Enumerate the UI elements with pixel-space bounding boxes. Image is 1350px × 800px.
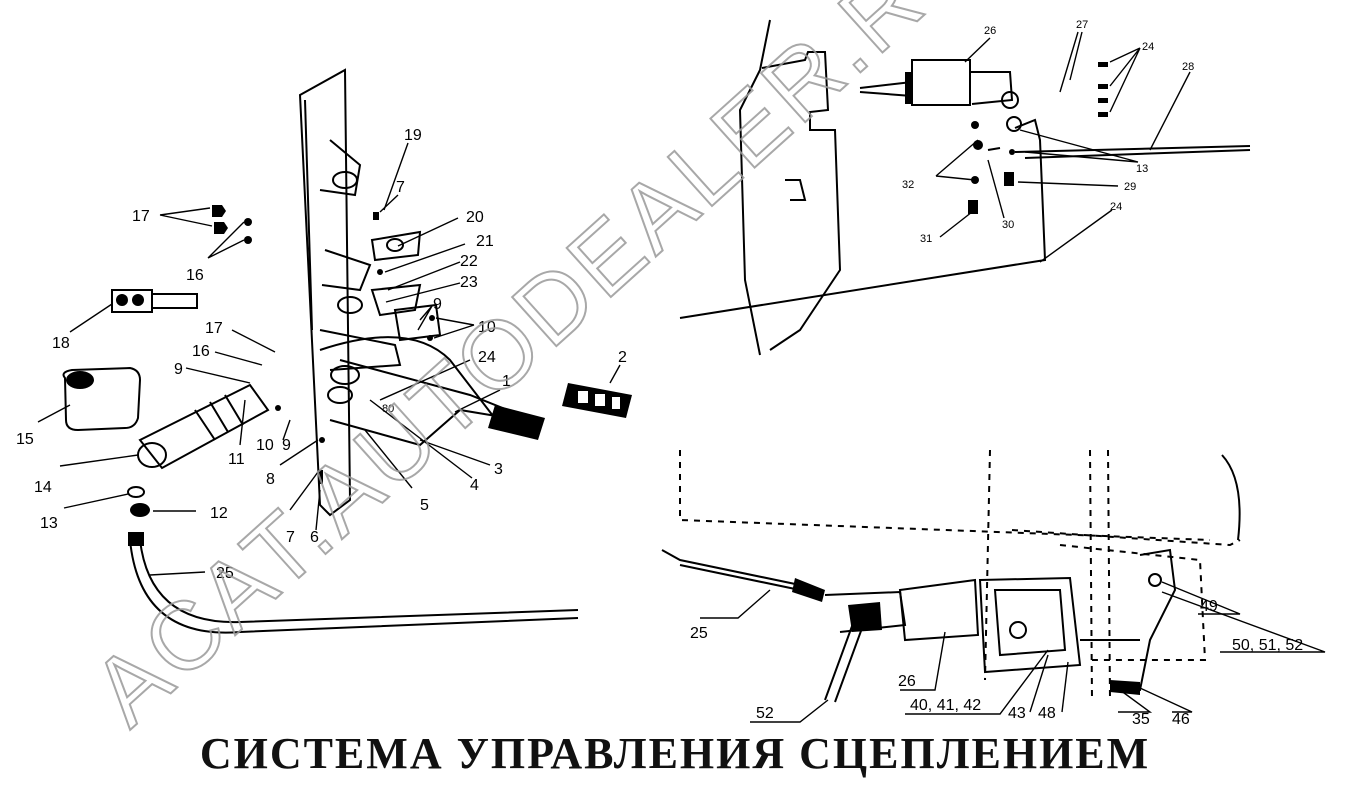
label-r31: 31 xyxy=(920,233,932,245)
label-b25: 25 xyxy=(690,625,708,642)
label-1: 1 xyxy=(502,373,511,390)
left-labels: 17 16 18 17 16 9 15 14 13 12 25 11 10 9 … xyxy=(16,127,627,582)
bottom-right-callouts xyxy=(700,581,1326,723)
label-r32: 32 xyxy=(902,179,914,191)
pedal-marking: 80 xyxy=(382,403,394,415)
page-title: СИСТЕМА УПРАВЛЕНИЯ СЦЕПЛЕНИЕМ xyxy=(199,729,1151,778)
label-21: 21 xyxy=(476,233,494,250)
label-2: 2 xyxy=(618,349,627,366)
label-6: 6 xyxy=(310,529,319,546)
label-b49: 49 xyxy=(1200,598,1218,615)
label-25a: 25 xyxy=(216,565,234,582)
label-3: 3 xyxy=(494,461,503,478)
label-r28: 28 xyxy=(1182,61,1194,73)
label-18: 18 xyxy=(52,335,70,352)
label-b46: 46 xyxy=(1172,711,1190,728)
label-15: 15 xyxy=(16,431,34,448)
label-9b: 9 xyxy=(282,437,291,454)
booster-mount-assembly xyxy=(679,19,1251,356)
label-8: 8 xyxy=(266,471,275,488)
label-r30: 30 xyxy=(1002,219,1014,231)
top-right-callouts xyxy=(935,31,1191,263)
label-23: 23 xyxy=(460,274,478,291)
label-r27: 27 xyxy=(1076,19,1088,31)
label-5: 5 xyxy=(420,497,429,514)
label-7b: 7 xyxy=(396,179,405,196)
label-20: 20 xyxy=(466,209,484,226)
label-24a: 24 xyxy=(478,349,496,366)
label-10a: 10 xyxy=(256,437,274,454)
label-14: 14 xyxy=(34,479,52,496)
label-r24b: 24 xyxy=(1110,201,1122,213)
pedal-assembly xyxy=(62,68,632,634)
label-r29: 29 xyxy=(1124,181,1136,193)
label-b50: 50, 51, 52 xyxy=(1232,637,1303,654)
label-22: 22 xyxy=(460,253,478,270)
label-b48: 48 xyxy=(1038,705,1056,722)
label-17a: 17 xyxy=(132,208,150,225)
label-19: 19 xyxy=(404,127,422,144)
label-b43: 43 xyxy=(1008,705,1026,722)
label-r13: 13 xyxy=(1136,163,1148,175)
label-7a: 7 xyxy=(286,529,295,546)
bottom-right-labels: 25 26 40, 41, 42 43 48 35 46 49 50, 51, … xyxy=(690,598,1303,728)
label-9c: 9 xyxy=(433,296,442,313)
chassis-install-view xyxy=(661,449,1241,703)
label-12: 12 xyxy=(210,505,228,522)
label-4: 4 xyxy=(470,477,479,494)
top-right-labels: 26 27 24 28 13 32 29 30 31 24 xyxy=(902,19,1194,245)
left-callouts xyxy=(37,142,621,576)
label-16b: 16 xyxy=(192,343,210,360)
label-r24a: 24 xyxy=(1142,41,1154,53)
label-b26: 26 xyxy=(898,673,916,690)
label-16a: 16 xyxy=(186,267,204,284)
label-b40: 40, 41, 42 xyxy=(910,697,981,714)
label-11: 11 xyxy=(228,451,245,468)
label-13a: 13 xyxy=(40,515,58,532)
label-9a: 9 xyxy=(174,361,183,378)
label-b52: 52 xyxy=(756,705,774,722)
label-b35: 35 xyxy=(1132,711,1150,728)
label-17b: 17 xyxy=(205,320,223,337)
label-r26: 26 xyxy=(984,25,996,37)
label-10b: 10 xyxy=(478,319,496,336)
